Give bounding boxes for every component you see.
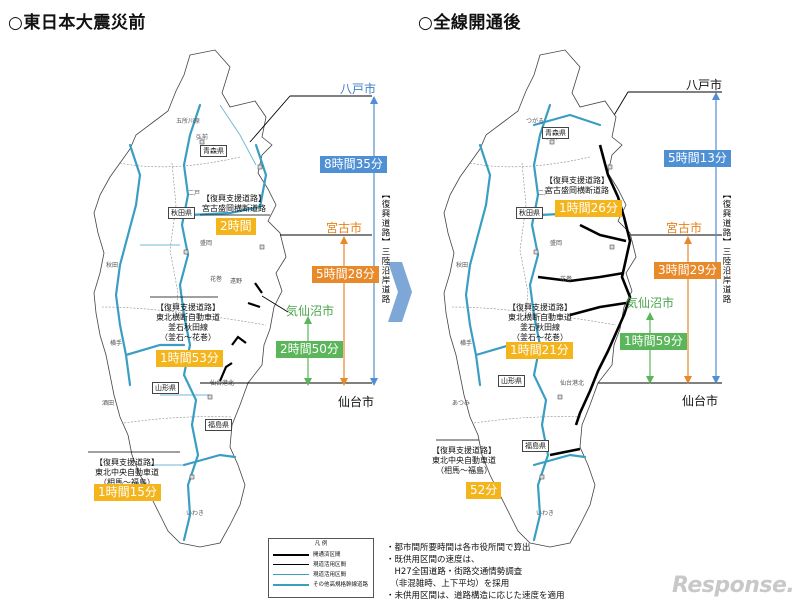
svg-text:横手: 横手 xyxy=(460,339,472,347)
road-label-line: 【復興支援道路】 xyxy=(508,303,572,312)
before-pref-aomori: 青森県 xyxy=(200,145,227,157)
before-road-miyako-mori: 【復興支援道路】 宮古盛岡横断道路 xyxy=(202,194,266,214)
before-time-hachinohe: 8時間35分 xyxy=(320,156,387,173)
note-line: H27全国道路・街路交通情勢調査 xyxy=(386,567,523,577)
after-road-soma: 【復興支援道路】 東北中央自動車道 （相馬～福島） xyxy=(432,446,496,476)
before-pref-fukushima: 福島県 xyxy=(205,419,232,431)
before-city-sendai: 仙台市 xyxy=(338,395,375,409)
before-time-soma: 1時間15分 xyxy=(94,484,161,501)
road-label-line: 【復興支援道路】 xyxy=(156,303,220,312)
svg-text:いわき: いわき xyxy=(536,510,554,517)
after-map: つがる 弘前 二戸 盛岡 秋田 花巻 横手 あつみ 仙台港北 いわき xyxy=(443,49,637,548)
before-pref-yamagata: 山形県 xyxy=(152,382,179,394)
road-label-line: 宮古盛岡横断道路 xyxy=(202,204,266,213)
road-label-line: （釜石～花巻） xyxy=(160,333,216,342)
svg-text:弘前: 弘前 xyxy=(196,133,208,141)
svg-text:二戸: 二戸 xyxy=(538,190,550,197)
after-pref-yamagata: 山形県 xyxy=(498,375,525,387)
before-map: 五所川原 弘前 二戸 盛岡 秋田 花巻 遠野 横手 酒田 仙台港北 いわき xyxy=(93,49,287,548)
svg-text:花巻: 花巻 xyxy=(560,275,572,283)
legend-label: 開通済区間 xyxy=(313,552,341,558)
note-line: ・未供用区間は、道路構造に応じた速度を適用 xyxy=(386,591,565,601)
before-city-hachinohe: 八戸市 xyxy=(340,82,377,96)
svg-text:二戸: 二戸 xyxy=(188,190,200,197)
road-label-line: 東北横断自動車道 xyxy=(156,313,220,322)
legend-row-existing-1: 現道活用区間 xyxy=(269,561,346,570)
after-city-kesennuma: 気仙沼市 xyxy=(626,296,675,310)
legend: 凡 例 開通済区間 現道活用区間 現道活用区間 その他高規格幹線道路 xyxy=(268,538,374,598)
road-label-line: 【復興支援道路】 xyxy=(432,446,496,455)
legend-row-other: その他高規格幹線道路 xyxy=(269,581,368,590)
svg-text:遠野: 遠野 xyxy=(230,277,242,285)
after-city-sendai: 仙台市 xyxy=(682,394,719,408)
svg-text:つがる: つがる xyxy=(526,117,544,125)
svg-text:秋田: 秋田 xyxy=(456,261,468,269)
road-label-line: 釜石秋田線 xyxy=(520,323,560,332)
note-line: ・既供用区間の速度は、 xyxy=(386,555,480,565)
after-pref-aomori: 青森県 xyxy=(542,127,569,139)
transition-arrow xyxy=(388,262,412,322)
svg-text:盛岡: 盛岡 xyxy=(200,239,212,247)
after-vertical-label: 【復興道路】三陸沿岸道路 xyxy=(721,190,731,304)
svg-text:仙台港北: 仙台港北 xyxy=(560,379,584,387)
road-label-line: 【復興支援道路】 xyxy=(545,176,609,185)
before-city-miyako: 宮古市 xyxy=(326,221,363,235)
road-label-line: 東北中央自動車道 xyxy=(432,456,496,465)
after-road-miyako-mori: 【復興支援道路】 宮古盛岡横断道路 xyxy=(545,176,609,196)
road-label-line: 宮古盛岡横断道路 xyxy=(545,186,609,195)
svg-text:酒田: 酒田 xyxy=(102,399,114,407)
legend-row-existing-2: 現道活用区間 xyxy=(269,571,346,580)
legend-label: 現道活用区間 xyxy=(313,572,347,578)
before-road-kamaishi: 【復興支援道路】 東北横断自動車道 釜石秋田線 （釜石～花巻） xyxy=(156,303,220,343)
before-city-kesennuma: 気仙沼市 xyxy=(286,304,335,318)
road-label-line: （釜石～花巻） xyxy=(512,333,568,342)
svg-text:あつみ: あつみ xyxy=(452,400,470,407)
road-label-line: （相馬～福島） xyxy=(99,478,155,487)
road-label-line: 【復興支援道路】 xyxy=(202,194,266,203)
road-label-line: 釜石秋田線 xyxy=(168,323,208,332)
after-city-hachinohe: 八戸市 xyxy=(686,78,723,92)
notes: ・都市間所要時間は各市役所間で算出 ・既供用区間の速度は、 H27全国道路・街路… xyxy=(386,542,565,602)
before-time-miyako: 5時間28分 xyxy=(312,266,379,283)
before-time-kesennuma: 2時間50分 xyxy=(276,341,343,358)
svg-text:花巻: 花巻 xyxy=(210,275,222,283)
after-pref-fukushima: 福島県 xyxy=(522,440,549,452)
after-time-miyako: 3時間29分 xyxy=(654,262,721,279)
after-time-soma: 52分 xyxy=(466,482,502,499)
svg-text:いわき: いわき xyxy=(186,510,204,517)
note-line: （非混雑時、上下平均）を採用 xyxy=(386,579,510,589)
after-time-miyako-mori: 1時間26分 xyxy=(555,200,622,217)
before-title: ○東日本大震災前 xyxy=(8,13,146,33)
road-label-line: （相馬～福島） xyxy=(436,466,492,475)
legend-row-open: 開通済区間 xyxy=(269,551,341,560)
before-vertical-label: 【復興道路】三陸沿岸道路 xyxy=(380,190,390,304)
road-label-line: 【復興支援道路】 xyxy=(95,458,159,467)
note-line: ・都市間所要時間は各市役所間で算出 xyxy=(386,543,531,553)
after-time-kesennuma: 1時間59分 xyxy=(620,333,687,350)
after-time-kamaishi: 1時間21分 xyxy=(506,342,573,359)
before-time-kamaishi: 1時間53分 xyxy=(156,350,223,367)
road-label-line: 東北横断自動車道 xyxy=(508,313,572,322)
after-pref-akita: 秋田県 xyxy=(516,207,543,219)
before-pref-akita: 秋田県 xyxy=(168,207,195,219)
legend-title: 凡 例 xyxy=(314,541,328,547)
before-road-soma: 【復興支援道路】 東北中央自動車道 （相馬～福島） xyxy=(95,458,159,488)
svg-text:横手: 横手 xyxy=(110,339,122,347)
svg-text:盛岡: 盛岡 xyxy=(550,239,562,247)
after-city-miyako: 宮古市 xyxy=(666,221,703,235)
legend-label: 現道活用区間 xyxy=(313,562,347,568)
after-road-kamaishi: 【復興支援道路】 東北横断自動車道 釜石秋田線 （釜石～花巻） xyxy=(508,303,572,343)
legend-label: その他高規格幹線道路 xyxy=(313,582,369,588)
before-land xyxy=(93,49,287,548)
after-time-hachinohe: 5時間13分 xyxy=(664,150,731,167)
road-label-line: 東北中央自動車道 xyxy=(95,468,159,477)
svg-text:秋田: 秋田 xyxy=(106,261,118,269)
watermark-logo: Response. xyxy=(672,573,795,598)
svg-text:五所川原: 五所川原 xyxy=(176,117,200,125)
after-title: ○全線開通後 xyxy=(418,13,521,33)
before-time-miyako-mori: 2時間 xyxy=(216,218,256,235)
after-land xyxy=(443,49,637,548)
